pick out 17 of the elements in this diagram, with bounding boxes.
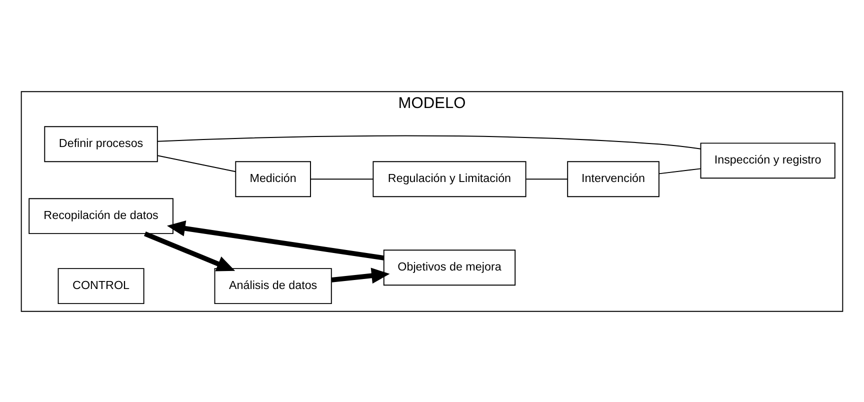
connector — [526, 178, 568, 180]
connector — [157, 154, 236, 172]
connector — [658, 168, 702, 174]
node-box: Objetivos de mejora — [383, 249, 516, 286]
node-box: Inspección y registro — [700, 142, 836, 178]
arrow — [144, 231, 236, 271]
node-box: Medición — [235, 160, 311, 197]
connector — [156, 134, 702, 149]
arrow — [166, 220, 384, 260]
node-box: Recopilación de datos — [28, 198, 174, 234]
connector — [310, 178, 374, 180]
node-box: Intervención — [567, 160, 660, 197]
node-box: CONTROL — [58, 268, 144, 304]
arrow — [331, 267, 390, 284]
node-box: Definir procesos — [44, 126, 158, 162]
node-box: Análisis de datos — [214, 268, 332, 304]
node-box: Regulación y Limitación — [372, 160, 526, 197]
